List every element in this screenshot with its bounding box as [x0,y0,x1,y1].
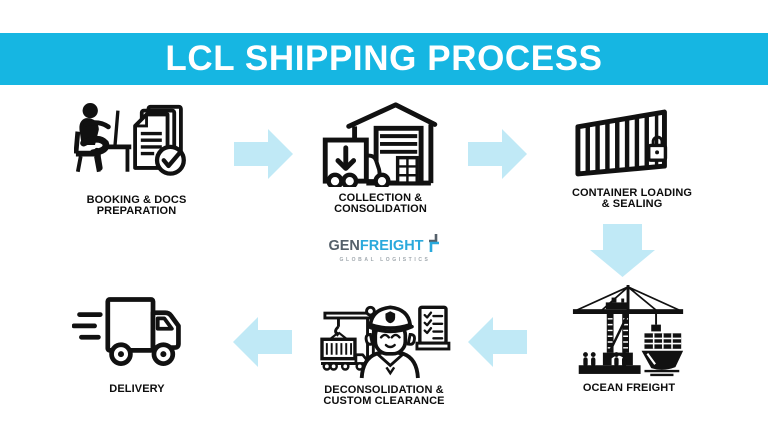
step-label: DELIVERY [109,384,164,395]
step-label-line1: OCEAN FREIGHT [582,382,676,394]
fast-delivery-truck-icon [72,297,181,366]
logo-freight-text: FREIGHT [359,238,424,254]
title-banner: LCL SHIPPING PROCESS [0,33,768,85]
step-booking-docs: BOOKING & DOCS PREPARATION [64,101,209,217]
step-deconsolidation: DECONSOLIDATION & CUSTOM CLEARANCE [306,286,462,407]
step-label-line2: CUSTOM CLEARANCE [323,395,445,407]
step-label-line1: DELIVERY [109,383,165,395]
step-label-line1: CONTAINER LOADING [571,187,693,199]
flow-arrow-left-icon [467,316,527,368]
step-label: BOOKING & DOCS PREPARATION [87,195,187,217]
step-label: OCEAN FREIGHT [583,383,675,394]
warehouse-truck-box-icon [322,102,437,187]
step-label-line2: & SEALING [601,198,663,210]
step-label: DECONSOLIDATION & CUSTOM CLEARANCE [323,385,444,407]
step-label: COLLECTION & CONSOLIDATION [334,193,427,215]
step-label-line2: CONSOLIDATION [334,203,427,215]
port-crane-ship-icon [572,285,684,377]
logo-gen-text: GEN [328,238,360,254]
flow-arrow-down-icon [589,224,656,278]
step-label-line1: DECONSOLIDATION & [324,384,444,396]
logo-tagline: GLOBAL LOGISTICS [339,256,431,263]
step-label-line1: COLLECTION & [338,192,423,204]
step-label: CONTAINER LOADING & SEALING [572,188,692,210]
flow-arrow-right-icon [234,128,294,180]
customs-officer-icon [320,305,451,379]
person-desk-documents-icon [73,103,186,176]
step-container-loading: CONTAINER LOADING & SEALING [552,107,712,210]
logo-plus-mark-icon [428,234,439,252]
flow-arrow-right-icon [468,128,528,180]
flow-arrow-left-icon [232,316,292,368]
step-collection: COLLECTION & CONSOLIDATION [308,97,453,215]
step-ocean-freight: OCEAN FREIGHT [553,280,705,394]
step-label-line2: PREPARATION [96,205,177,217]
step-delivery: DELIVERY [66,290,208,395]
step-label-line1: BOOKING & DOCS [86,194,187,206]
page-title: LCL SHIPPING PROCESS [165,39,603,78]
sealed-container-padlock-icon [575,109,668,177]
